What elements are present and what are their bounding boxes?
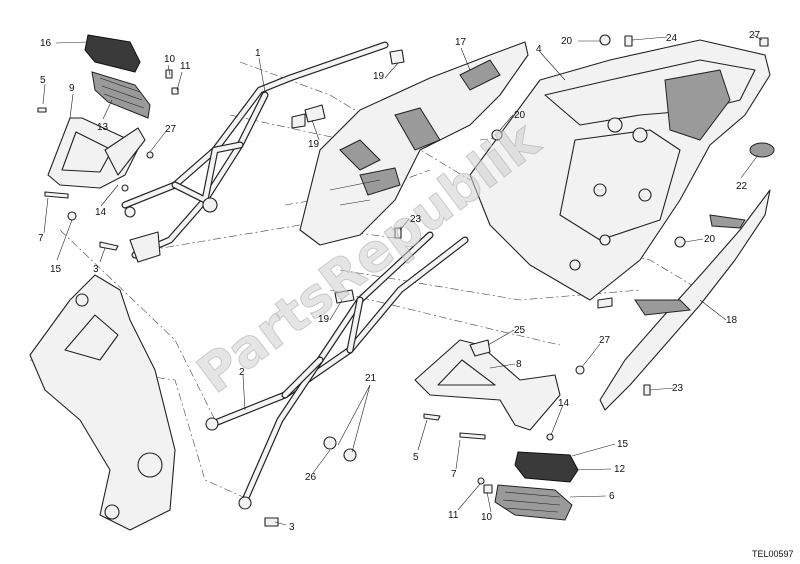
callout-13: 13 bbox=[97, 122, 109, 133]
callout-15b: 15 bbox=[617, 439, 629, 450]
callout-4: 4 bbox=[536, 44, 542, 55]
callout-1: 1 bbox=[255, 48, 261, 59]
footpeg-rubber-right[interactable] bbox=[514, 451, 579, 483]
callout-20c: 20 bbox=[704, 234, 716, 245]
callout-27c: 27 bbox=[599, 335, 611, 346]
callout-10a: 10 bbox=[164, 54, 176, 65]
callout-19b: 19 bbox=[308, 139, 320, 150]
callout-22: 22 bbox=[736, 181, 748, 192]
footpeg-left[interactable] bbox=[91, 71, 151, 119]
callout-3b: 3 bbox=[289, 522, 295, 533]
callout-2: 2 bbox=[239, 367, 245, 378]
small-hardware-left bbox=[37, 69, 179, 251]
rear-subframe-left[interactable] bbox=[121, 41, 389, 263]
rear-subframe-lower[interactable] bbox=[205, 231, 469, 510]
callout-21: 21 bbox=[365, 373, 377, 384]
callout-14a: 14 bbox=[95, 207, 107, 218]
callout-10b: 10 bbox=[481, 512, 493, 523]
callout-5a: 5 bbox=[40, 75, 46, 86]
callout-9: 9 bbox=[69, 83, 75, 94]
callout-23b: 23 bbox=[672, 383, 684, 394]
passenger-footpeg-bracket-left[interactable] bbox=[47, 117, 146, 189]
callout-17: 17 bbox=[455, 37, 467, 48]
callout-16: 16 bbox=[40, 38, 52, 49]
callout-3a: 3 bbox=[93, 264, 99, 275]
callout-25: 25 bbox=[514, 325, 526, 336]
callout-11a: 11 bbox=[180, 61, 191, 72]
callout-24: 24 bbox=[666, 33, 678, 44]
callout-20a: 20 bbox=[561, 36, 573, 47]
footrest-hanger-left[interactable] bbox=[29, 274, 176, 531]
callout-27b: 27 bbox=[165, 124, 177, 135]
callout-20b: 20 bbox=[514, 110, 526, 121]
callout-26: 26 bbox=[305, 472, 317, 483]
callout-labels: 1 2 3 3 4 5 5 6 7 7 8 9 10 10 11 11 12 1… bbox=[38, 30, 761, 533]
callout-19c: 19 bbox=[318, 314, 330, 325]
passenger-footpeg-bracket-right[interactable] bbox=[414, 339, 561, 431]
seat-assembly[interactable] bbox=[469, 39, 771, 301]
rubber-cap bbox=[749, 142, 775, 158]
hardware-misc bbox=[264, 34, 769, 527]
callout-12: 12 bbox=[614, 464, 626, 475]
footpeg-right[interactable] bbox=[494, 484, 573, 521]
right-side-panel[interactable] bbox=[599, 189, 771, 411]
callout-6: 6 bbox=[609, 491, 615, 502]
leader-lines bbox=[42, 34, 763, 526]
footpeg-rubber-left[interactable] bbox=[84, 34, 141, 73]
drawing-code: TEL00597 bbox=[752, 549, 794, 559]
callout-23a: 23 bbox=[410, 214, 422, 225]
callout-5b: 5 bbox=[413, 452, 419, 463]
callout-19a: 19 bbox=[373, 71, 385, 82]
callout-8: 8 bbox=[516, 359, 522, 370]
callout-11b: 11 bbox=[448, 510, 459, 521]
callout-7b: 7 bbox=[451, 469, 457, 480]
callout-18: 18 bbox=[726, 315, 738, 326]
callout-27a: 27 bbox=[749, 30, 761, 41]
callout-7a: 7 bbox=[38, 233, 44, 244]
rear-undertray[interactable] bbox=[299, 41, 529, 246]
callout-15a: 15 bbox=[50, 264, 62, 275]
callout-14b: 14 bbox=[558, 398, 570, 409]
